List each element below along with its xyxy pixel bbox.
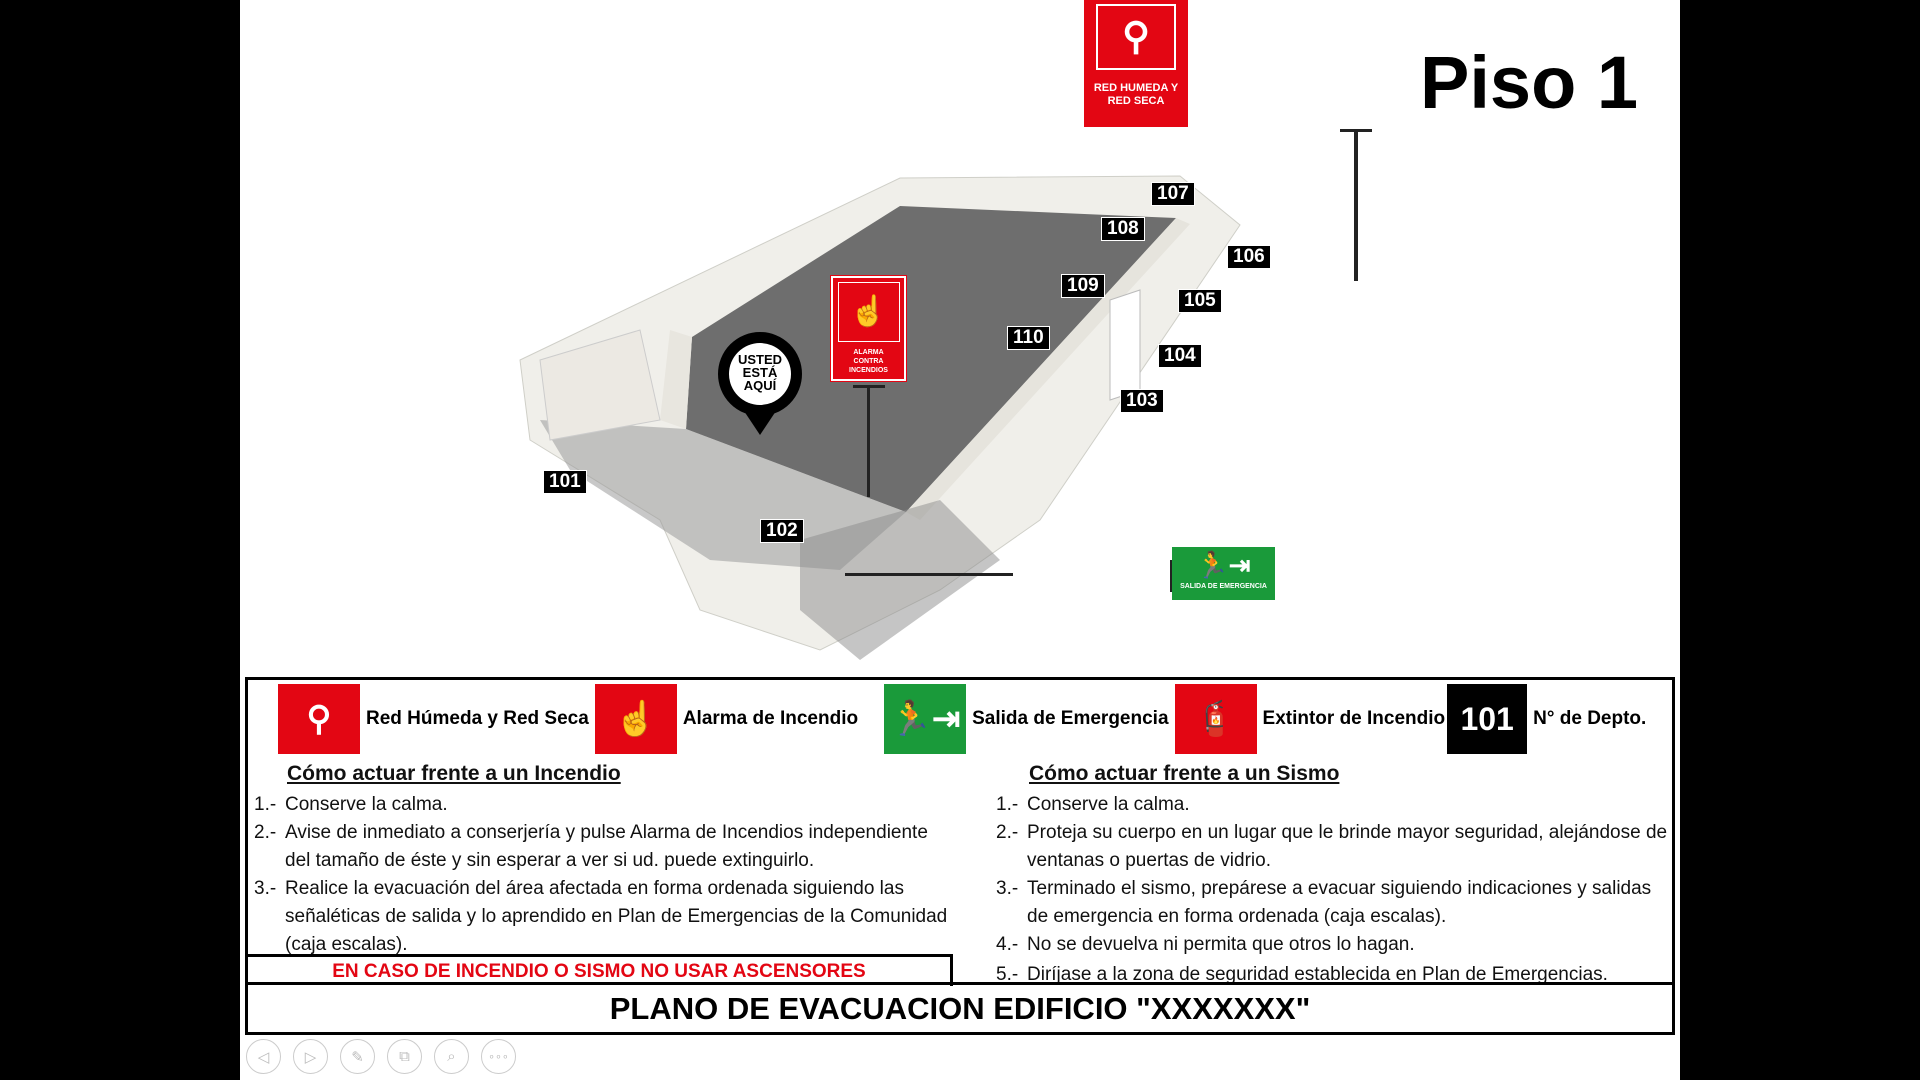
more-options-button[interactable]: ∘∘∘	[481, 1039, 516, 1074]
emergency-exit-icon: 🏃⇥	[884, 684, 967, 754]
list-item: 4.- No se devuelva ni permita que otros l…	[996, 931, 1676, 959]
list-item: 1.- Conserve la calma.	[996, 791, 1676, 819]
item-number: 5.-	[996, 964, 1019, 985]
fire-heading: Cómo actuar frente a un Incendio	[287, 762, 621, 785]
item-text: Conserve la calma.	[285, 794, 448, 815]
sign-label: SALIDA DE EMERGENCIA	[1180, 583, 1267, 590]
emergency-exit-sign: 🏃⇥ SALIDA DE EMERGENCIA	[1172, 547, 1275, 600]
item-text: Terminado el sismo, prepárese a evacuar …	[1027, 878, 1652, 927]
floor-title: Piso 1	[1420, 41, 1638, 124]
list-item: 5.- Diríjase a la zona de seguridad estab…	[996, 961, 1676, 989]
fire-hose-icon: ⚲	[1096, 4, 1176, 70]
dept-label-107: 107	[1151, 182, 1195, 206]
zoom-button[interactable]: ⌕	[434, 1039, 469, 1074]
legend-label: Extintor de Incendio	[1262, 708, 1446, 729]
item-text: Proteja su cuerpo en un lugar que le bri…	[1027, 822, 1668, 871]
item-number: 3.-	[996, 878, 1019, 899]
dept-label-109: 109	[1061, 274, 1105, 298]
legend-panel: ⚲ Red Húmeda y Red Seca ☝ Alarma de Ince…	[245, 677, 1675, 1035]
slides-overview-button[interactable]: ⧉	[387, 1039, 422, 1074]
sign-label: ALARMA CONTRA INCENDIOS	[849, 349, 888, 374]
quake-instructions: Cómo actuar frente a un Sismo 1.- Conserv…	[996, 760, 1676, 989]
sign-label: RED HUMEDA Y RED SECA	[1093, 82, 1179, 107]
dept-label-108: 108	[1101, 217, 1145, 241]
item-number: 4.-	[996, 934, 1019, 955]
fire-extinguisher-icon: 🧯	[1174, 684, 1257, 754]
previous-slide-button[interactable]: ◁	[246, 1039, 281, 1074]
list-item: 1.- Conserve la calma.	[254, 791, 954, 819]
list-item: 2.- Proteja su cuerpo en un lugar que le …	[996, 819, 1676, 875]
dept-label-101: 101	[543, 470, 587, 494]
list-item: 3.- Terminado el sismo, prepárese a evacu…	[996, 875, 1676, 931]
fire-alarm-icon: ☝	[837, 282, 900, 342]
next-slide-button[interactable]: ▷	[293, 1039, 328, 1074]
item-number: 2.-	[996, 822, 1019, 843]
emergency-exit-icon: 🏃⇥	[1196, 550, 1251, 580]
item-text: No se devuelva ni permita que otros lo h…	[1027, 934, 1415, 955]
pin-tip-icon	[740, 405, 780, 435]
item-number: 1.-	[996, 794, 1019, 815]
legend-label: N° de Depto.	[1533, 708, 1647, 729]
item-text: Realice la evacuación del área afectada …	[285, 878, 948, 955]
slide: Piso 1 ⚲ RED HUMEDA Y RED SECA ☝ ALARMA …	[240, 0, 1680, 1080]
dept-label-102: 102	[760, 519, 804, 543]
item-number: 1.-	[254, 794, 277, 815]
legend-label: Red Húmeda y Red Seca	[366, 708, 589, 729]
item-number: 3.-	[254, 878, 277, 899]
plan-title: PLANO DE EVACUACION EDIFICIO "XXXXXXX"	[248, 982, 1672, 1032]
item-text: Diríjase a la zona de seguridad establec…	[1027, 964, 1608, 985]
elevator-warning: EN CASO DE INCENDIO O SISMO NO USAR ASCE…	[248, 954, 953, 986]
item-text: Conserve la calma.	[1027, 794, 1190, 815]
pen-tool-button[interactable]: ✎	[340, 1039, 375, 1074]
fire-alarm-icon: ☝	[594, 684, 677, 754]
item-number: 2.-	[254, 822, 277, 843]
dept-label-110: 110	[1007, 326, 1050, 350]
legend-row: ⚲ Red Húmeda y Red Seca ☝ Alarma de Ince…	[278, 684, 1672, 754]
you-are-here-label: USTED ESTÁ AQUÍ	[729, 343, 791, 405]
building-floorplan	[519, 129, 1372, 660]
item-text: Avise de inmediato a conserjería y pulse…	[285, 822, 928, 871]
fire-instructions: Cómo actuar frente a un Incendio 1.- Cons…	[254, 760, 954, 959]
dept-number-sample: 101	[1447, 684, 1528, 754]
dept-label-103: 103	[1120, 389, 1164, 413]
quake-heading: Cómo actuar frente a un Sismo	[1029, 762, 1340, 785]
fire-hose-sign: ⚲ RED HUMEDA Y RED SECA	[1084, 0, 1188, 127]
dept-label-104: 104	[1158, 344, 1202, 368]
you-are-here-pin: USTED ESTÁ AQUÍ	[718, 332, 802, 435]
fire-hose-icon: ⚲	[278, 684, 360, 754]
fire-alarm-sign: ☝ ALARMA CONTRA INCENDIOS	[830, 275, 907, 382]
list-item: 3.- Realice la evacuación del área afecta…	[254, 875, 954, 959]
dept-label-106: 106	[1227, 245, 1271, 269]
dept-label-105: 105	[1178, 289, 1222, 313]
legend-label: Alarma de Incendio	[682, 708, 859, 729]
list-item: 2.- Avise de inmediato a conserjería y pu…	[254, 819, 954, 875]
legend-label: Salida de Emergencia	[972, 708, 1169, 729]
